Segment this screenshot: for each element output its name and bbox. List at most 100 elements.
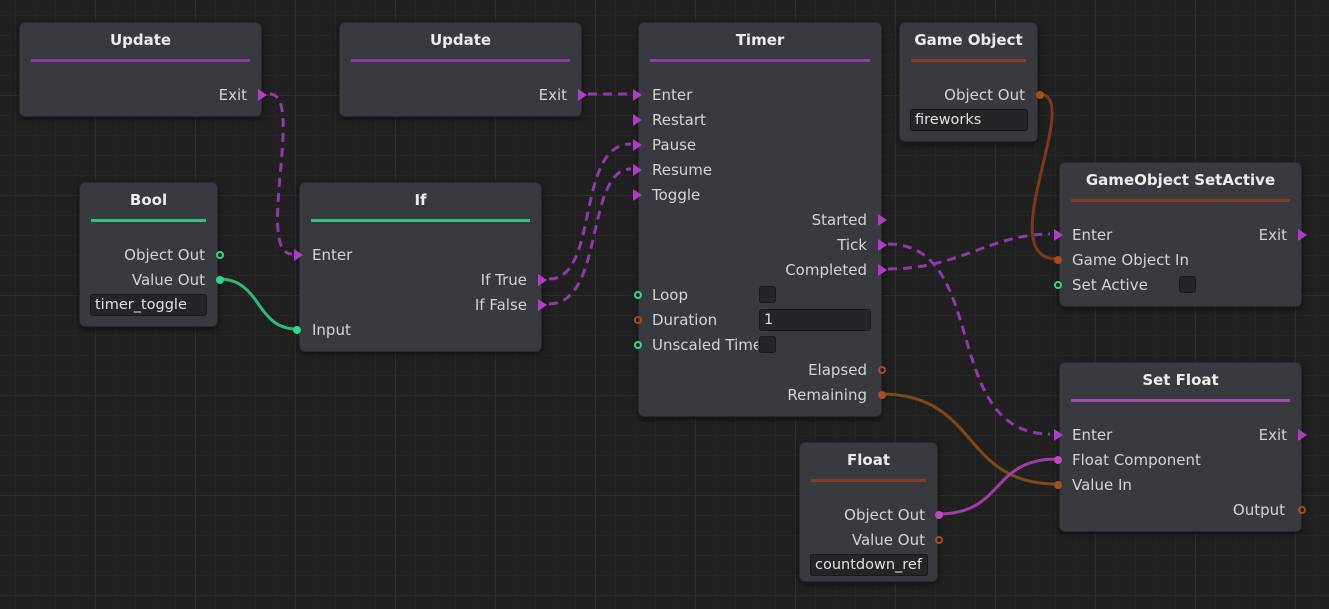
unscaled-time-checkbox[interactable] [759, 336, 776, 353]
title-bar [311, 219, 530, 222]
if-false-label: If False [474, 296, 527, 314]
loop-label: Loop [652, 286, 688, 304]
object-out-label: Object Out [124, 246, 205, 264]
title-bar [1071, 199, 1290, 202]
started-label: Started [811, 211, 867, 229]
if-true-label: If True [480, 271, 527, 289]
update-node-1[interactable]: Update Exit [19, 22, 267, 117]
enter-label: Enter [652, 86, 693, 104]
remaining-pin[interactable] [878, 391, 886, 399]
node-title: GameObject SetActive [1085, 171, 1276, 189]
object-out-pin[interactable] [1036, 91, 1044, 99]
exit-pin[interactable] [1298, 229, 1307, 241]
game-object-field[interactable]: fireworks [910, 109, 1028, 131]
gameobject-setactive-node[interactable]: GameObject SetActive Enter Exit Game Obj… [1054, 162, 1307, 307]
value-out-pin[interactable] [216, 276, 224, 284]
wire-float-object-to-floatcomponent [937, 457, 1058, 516]
loop-pin[interactable] [634, 291, 642, 299]
pause-label: Pause [652, 136, 697, 154]
object-out-label: Object Out [944, 86, 1025, 104]
exit-pin[interactable] [1298, 429, 1307, 441]
if-true-pin[interactable] [538, 274, 547, 286]
node-title: Game Object [914, 31, 1023, 49]
enter-pin[interactable] [294, 249, 303, 261]
object-out-pin[interactable] [216, 251, 224, 259]
restart-pin[interactable] [633, 114, 642, 126]
title-bar [91, 219, 206, 222]
exit-pin[interactable] [258, 89, 267, 101]
resume-label: Resume [652, 161, 713, 179]
toggle-pin[interactable] [633, 189, 642, 201]
value-out-label: Value Out [131, 271, 205, 289]
set-float-node[interactable]: Set Float Enter Exit Float Component Val… [1054, 362, 1307, 532]
title-bar [650, 59, 870, 62]
wire-remaining-to-valuein [880, 392, 1058, 486]
pause-pin[interactable] [633, 139, 642, 151]
wire-timer-tick-to-setfloat-enter [887, 242, 1051, 436]
value-in-label: Value In [1072, 476, 1132, 494]
float-value-field[interactable]: countdown_ref [810, 554, 928, 576]
value-in-pin[interactable] [1054, 481, 1062, 489]
bool-node[interactable]: Bool Object Out Value Out timer_toggle [79, 182, 224, 327]
enter-pin[interactable] [633, 89, 642, 101]
node-title: Update [109, 31, 172, 49]
node-title: Set Float [1142, 371, 1219, 389]
if-node[interactable]: If Enter If True If False Input [293, 182, 547, 352]
float-node[interactable]: Float Object Out Value Out countdown_ref [799, 442, 943, 582]
node-title: Bool [129, 191, 168, 209]
title-bar [1071, 399, 1290, 402]
started-pin[interactable] [878, 214, 887, 226]
wire-bool-value-to-if-input [218, 277, 298, 331]
resume-pin[interactable] [633, 164, 642, 176]
update-node-2[interactable]: Update Exit [339, 22, 587, 117]
value-out-pin[interactable] [935, 536, 943, 544]
exit-label: Exit [218, 86, 247, 104]
duration-label: Duration [652, 311, 718, 329]
node-title: If [414, 191, 427, 209]
tick-pin[interactable] [878, 239, 887, 251]
duration-field[interactable]: 1 [759, 309, 871, 331]
wire-timer-completed-to-setactive-enter [887, 232, 1051, 271]
input-pin[interactable] [293, 326, 301, 334]
object-out-label: Object Out [844, 506, 925, 524]
tick-label: Tick [837, 236, 867, 254]
game-object-in-label: Game Object In [1072, 251, 1189, 269]
float-component-pin[interactable] [1054, 456, 1062, 464]
timer-node[interactable]: Timer Enter Restart Pause Resume Toggle … [633, 22, 887, 417]
node-title: Timer [735, 31, 785, 49]
completed-pin[interactable] [878, 264, 887, 276]
set-active-pin[interactable] [1054, 281, 1062, 289]
game-object-node[interactable]: Game Object Object Out fireworks [899, 22, 1044, 142]
title-bar [351, 59, 570, 62]
if-false-pin[interactable] [538, 299, 547, 311]
object-out-pin[interactable] [935, 511, 943, 519]
game-object-in-pin[interactable] [1054, 256, 1062, 264]
completed-label: Completed [785, 261, 867, 279]
node-title: Float [847, 451, 890, 469]
output-pin[interactable] [1298, 506, 1306, 514]
enter-label: Enter [312, 246, 353, 264]
value-out-label: Value Out [851, 531, 925, 549]
title-bar [811, 479, 926, 482]
bool-value-field[interactable]: timer_toggle [90, 294, 207, 316]
title-bar [911, 59, 1026, 62]
set-active-checkbox[interactable] [1179, 276, 1196, 293]
output-label: Output [1232, 501, 1285, 519]
remaining-label: Remaining [787, 386, 867, 404]
enter-label: Enter [1072, 226, 1113, 244]
toggle-label: Toggle [652, 186, 701, 204]
restart-label: Restart [652, 111, 706, 129]
duration-pin[interactable] [634, 316, 642, 324]
loop-checkbox[interactable] [759, 286, 776, 303]
elapsed-pin[interactable] [878, 366, 886, 374]
exit-pin[interactable] [578, 89, 587, 101]
set-active-label: Set Active [1072, 276, 1148, 294]
node-title: Update [429, 31, 492, 49]
enter-pin[interactable] [1054, 429, 1063, 441]
exit-label: Exit [1258, 426, 1287, 444]
title-bar [31, 59, 250, 62]
elapsed-label: Elapsed [808, 361, 867, 379]
unscaled-time-pin[interactable] [634, 341, 642, 349]
enter-pin[interactable] [1054, 229, 1063, 241]
